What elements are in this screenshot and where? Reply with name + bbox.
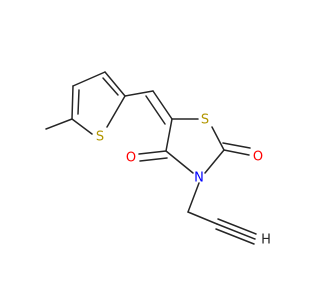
bond-s1-c2 <box>106 95 126 128</box>
bond-triple-2 <box>217 218 257 235</box>
atom-oxygen-c2: O <box>253 150 263 165</box>
atom-nitrogen: N <box>194 171 204 186</box>
atom-sulfur-thiophene: S <box>96 130 104 145</box>
bonds <box>45 71 257 245</box>
bond-c2-methine <box>124 90 154 97</box>
bond-c2-o-double <box>222 142 251 149</box>
bond-methyl-c5 <box>45 118 73 130</box>
bond-c2-o <box>223 149 250 156</box>
bond-ch2-c <box>187 211 218 225</box>
atom-labels: S S O O N H <box>96 113 271 248</box>
bond-c4-o-double <box>139 157 168 162</box>
bond-c4-c5 <box>165 118 173 152</box>
bond-c5-s1 <box>71 118 93 135</box>
bond-c2-c3-inner <box>102 77 119 96</box>
bond-c4-c5-inner <box>77 89 80 115</box>
bond-methine-c5ring-double <box>145 95 166 125</box>
bond-triple-3 <box>215 228 255 245</box>
atom-sulfur-thiazolidine: S <box>201 113 209 128</box>
bond-c4-o <box>138 150 167 155</box>
atom-hydrogen: H <box>261 233 271 248</box>
bond-c2-c3 <box>104 71 126 97</box>
bond-n3-ch2 <box>187 182 200 213</box>
bond-methine-c5ring <box>152 90 173 120</box>
bond-c3-c4 <box>72 71 106 87</box>
molecule-diagram: S S O O N H <box>45 71 271 248</box>
structure-svg: S S O O N H <box>45 71 271 248</box>
bond-s-c2 <box>211 126 225 151</box>
bond-c2-n3 <box>204 149 225 174</box>
bond-n3-c4 <box>165 150 194 174</box>
bond-c4-c5 <box>71 85 74 120</box>
bond-triple-1 <box>216 223 256 240</box>
atom-oxygen-c4: O <box>126 151 136 166</box>
